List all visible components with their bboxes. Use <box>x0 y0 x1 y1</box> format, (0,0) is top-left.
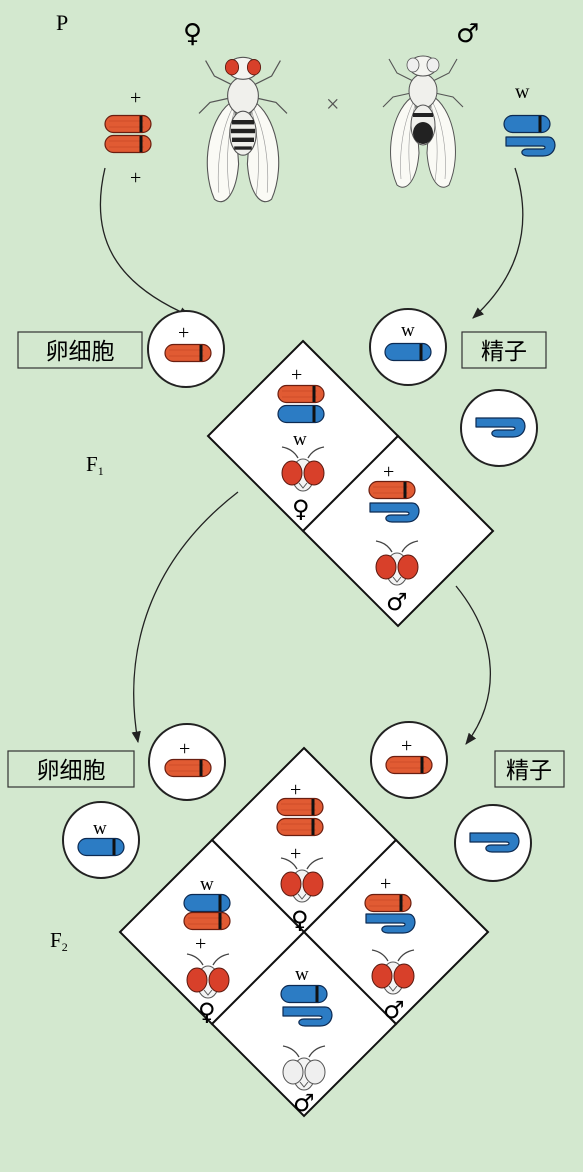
sperm-y-gamete-circle <box>460 389 538 467</box>
x-chromosome-icon <box>182 893 232 913</box>
allele-label: w <box>200 874 214 895</box>
f2-punnett-square <box>118 746 490 1118</box>
x-chromosome-icon <box>163 758 213 778</box>
allele-label: + <box>401 735 412 757</box>
allele-label: + <box>179 738 190 760</box>
female-fly-icon <box>198 56 288 203</box>
sperm-label-box <box>494 750 565 788</box>
x-chromosome-icon <box>363 893 413 913</box>
allele-label: w <box>293 429 307 450</box>
x-chromosome-icon <box>502 114 552 134</box>
allele-label-w-male: w <box>515 81 530 103</box>
female-symbol: ♀ <box>291 906 309 934</box>
allele-label: + <box>290 779 301 801</box>
female-symbol: ♀ <box>198 998 216 1026</box>
allele-label: w <box>295 964 309 985</box>
egg-cell-label-box <box>7 750 135 788</box>
x-chromosome-icon <box>182 911 232 931</box>
x-chromosome-icon <box>103 114 153 134</box>
female-symbol-p: ♀ <box>183 19 202 49</box>
f1-punnett-square <box>206 339 495 628</box>
curved-arrow-icon <box>472 167 524 319</box>
x-chromosome-icon <box>76 837 126 857</box>
generation-label-f1: F1 <box>86 452 104 478</box>
generation-label-p: P <box>56 10 68 35</box>
male-fly-icon <box>382 55 464 188</box>
x-chromosome-icon <box>279 984 329 1004</box>
male-symbol: ♂ <box>293 1089 315 1117</box>
curved-arrow-icon <box>455 585 491 745</box>
x-chromosome-icon <box>276 404 326 424</box>
allele-label: + <box>380 873 391 895</box>
allele-label: + <box>291 364 302 386</box>
allele-label: w <box>93 818 107 839</box>
x-chromosome-icon <box>103 134 153 154</box>
x-chromosome-icon <box>275 797 325 817</box>
male-symbol-p: ♂ <box>456 19 479 49</box>
allele-label: + <box>195 933 206 955</box>
egg-cell-label: 卵细胞 <box>37 758 106 784</box>
sperm-label: 精子 <box>481 339 527 365</box>
male-symbol: ♂ <box>383 996 405 1024</box>
allele-label: + <box>383 461 394 483</box>
x-chromosome-icon <box>163 343 213 363</box>
egg-cell-label-box <box>17 331 143 369</box>
allele-label-plus-top: + <box>130 87 141 109</box>
curved-arrow-icon <box>131 491 239 744</box>
allele-label: + <box>290 843 301 865</box>
sperm-label: 精子 <box>506 758 552 784</box>
generation-label-f2: F2 <box>50 928 68 954</box>
sperm-y-gamete-circle <box>454 804 532 882</box>
male-symbol-f1: ♂ <box>386 588 408 616</box>
x-chromosome-icon <box>367 480 417 500</box>
curved-arrow-icon <box>99 167 192 317</box>
x-chromosome-icon <box>276 384 326 404</box>
egg-cell-label: 卵细胞 <box>46 339 115 365</box>
x-chromosome-icon <box>275 817 325 837</box>
x-chromosome-icon <box>384 755 434 775</box>
allele-label: w <box>401 320 415 341</box>
cross-symbol: × <box>326 92 340 118</box>
allele-label-plus-bottom: + <box>130 167 141 189</box>
allele-label: + <box>178 322 189 344</box>
y-chromosome-icon <box>505 136 556 157</box>
x-chromosome-icon <box>383 342 433 362</box>
sperm-label-box <box>461 331 547 369</box>
female-symbol-f1: ♀ <box>292 495 310 523</box>
